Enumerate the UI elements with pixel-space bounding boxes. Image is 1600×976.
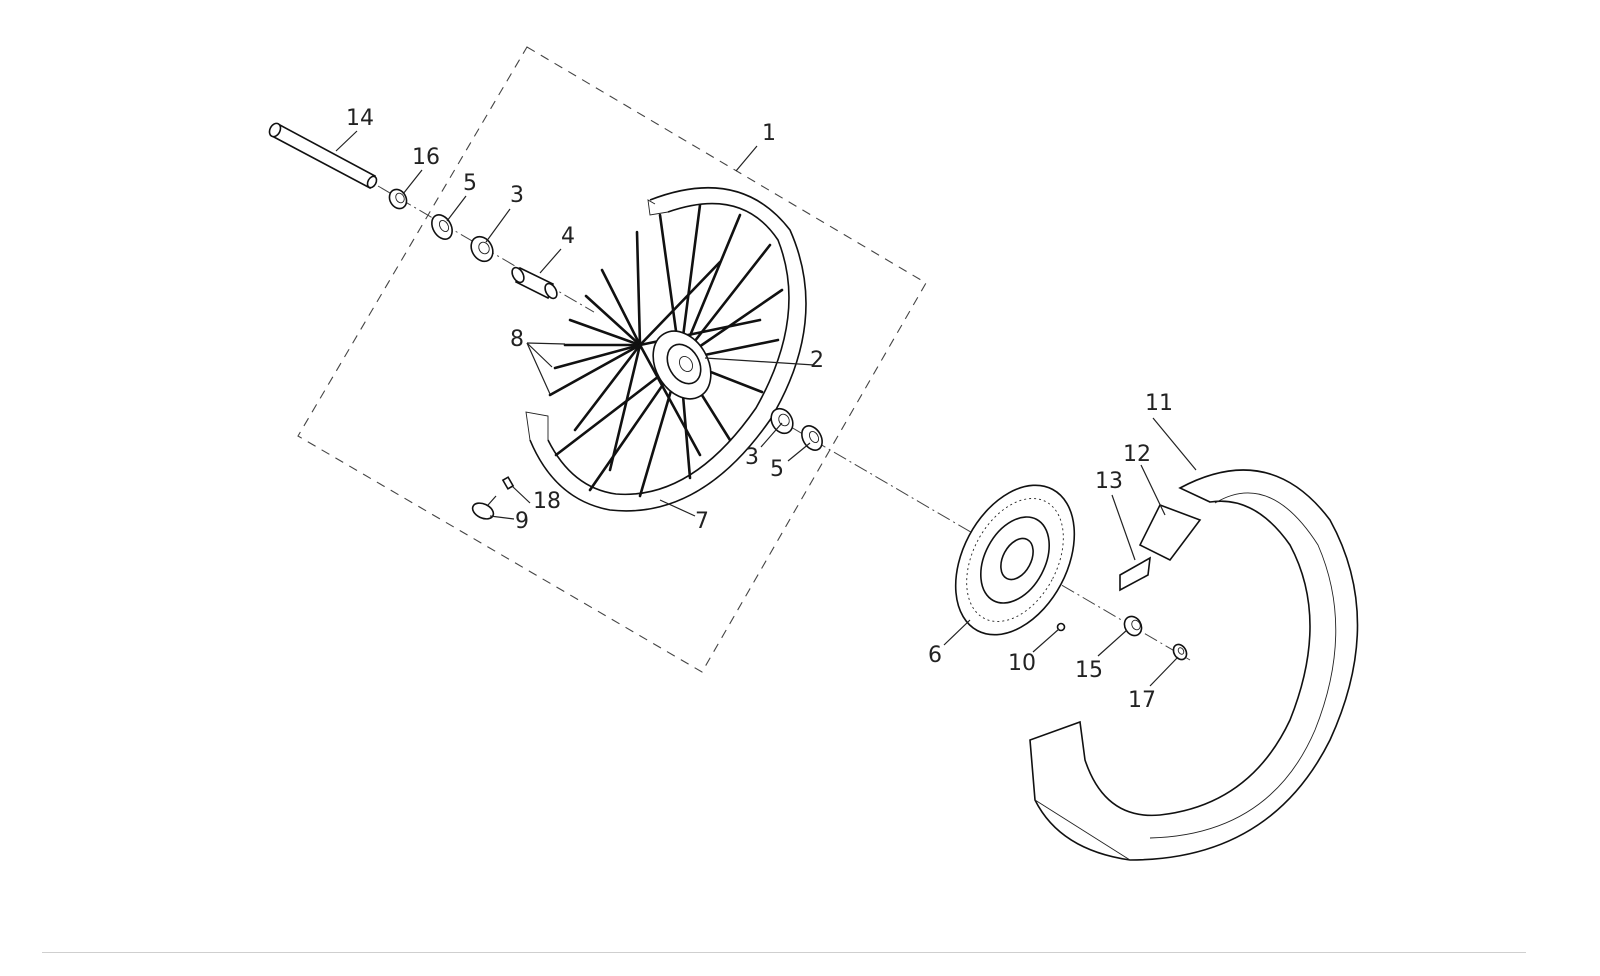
assembly-boundary <box>297 46 927 673</box>
callout-3-right: 3 <box>745 445 759 470</box>
callout-4: 4 <box>561 224 575 249</box>
hub-spacer <box>511 266 558 300</box>
callout-18: 18 <box>533 489 561 514</box>
bearing-left <box>470 235 494 263</box>
wheel-spacer <box>1123 615 1143 637</box>
callout-6: 6 <box>928 643 942 668</box>
callout-11: 11 <box>1145 391 1173 416</box>
callout-7: 7 <box>695 509 709 534</box>
seal-left <box>431 214 453 240</box>
callout-14: 14 <box>346 106 374 131</box>
callout-12: 12 <box>1123 442 1151 467</box>
rim-band <box>1119 556 1151 592</box>
callouts: 1 2 3 3 4 5 5 6 7 8 9 10 11 12 13 14 15 … <box>346 106 1173 713</box>
callout-17: 17 <box>1128 688 1156 713</box>
leader-lines <box>335 130 1197 687</box>
spoked-wheel <box>525 187 807 512</box>
callout-16: 16 <box>412 145 440 170</box>
axle-nut <box>1172 643 1188 661</box>
callout-15: 15 <box>1075 658 1103 683</box>
callout-2: 2 <box>810 348 824 373</box>
tyre <box>1029 469 1359 861</box>
callout-8: 8 <box>510 327 524 352</box>
callout-3-left: 3 <box>510 183 524 208</box>
inner-tube <box>1138 503 1202 562</box>
valve <box>471 476 515 520</box>
axle-spacer <box>388 188 408 210</box>
bearing-right <box>770 407 794 435</box>
callout-1: 1 <box>762 121 776 146</box>
disc-bolt <box>1056 622 1066 632</box>
callout-9: 9 <box>515 509 529 534</box>
callout-5-left: 5 <box>463 171 477 196</box>
assembly-axis <box>377 185 1191 661</box>
callout-13: 13 <box>1095 469 1123 494</box>
axle <box>268 122 378 190</box>
seal-right <box>801 425 823 451</box>
footer-rule <box>42 952 1526 953</box>
brake-disc <box>954 484 1076 636</box>
callout-10: 10 <box>1008 651 1036 676</box>
callout-5-right: 5 <box>770 457 784 482</box>
